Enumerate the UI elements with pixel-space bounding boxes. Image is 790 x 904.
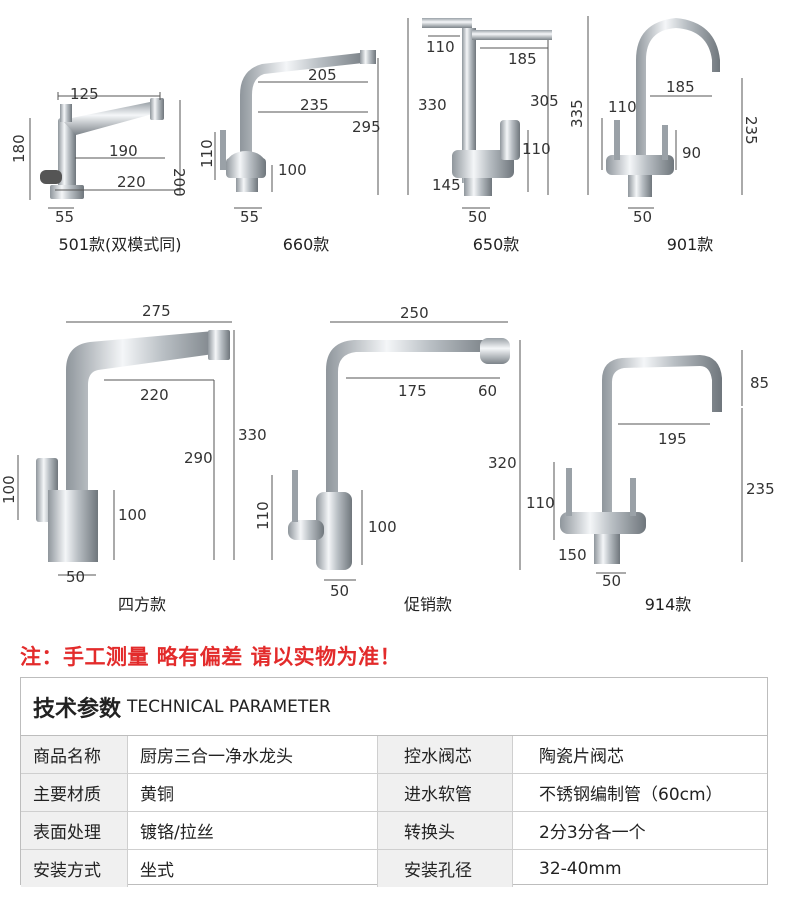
dim-660-2: 295 [352, 118, 381, 136]
faucet-square-drawing [17, 321, 235, 576]
table-row: 表面处理 镀铬/拉丝 转换头 2分3分各一个 [21, 812, 767, 850]
dim-901-3: 110 [608, 98, 637, 116]
dim-promo-4: 110 [254, 501, 272, 530]
dim-square-5: 100 [118, 506, 147, 524]
dimension-drawings: 125 190 220 180 200 55 205 235 295 110 1… [0, 16, 775, 600]
param-label: 主要材质 [21, 774, 128, 811]
param-label: 进水软管 [378, 774, 513, 811]
dim-promo-6: 50 [330, 582, 349, 600]
dim-501-0: 125 [70, 85, 99, 103]
dim-650-3: 305 [530, 92, 559, 110]
faucet-diagrams: 125 190 220 180 200 55 205 235 295 110 1… [0, 16, 775, 614]
technical-parameter-table: 技术参数 TECHNICAL PARAMETER 商品名称 厨房三合一净水龙头 … [20, 677, 768, 887]
dim-650-5: 145 [432, 176, 461, 194]
dim-501-2: 220 [117, 173, 146, 191]
param-value: 镀铬/拉丝 [128, 812, 378, 849]
dim-901-0: 185 [666, 78, 695, 96]
faucet-650-drawing [407, 18, 552, 209]
param-label: 安装方式 [21, 850, 128, 887]
dim-901-1: 335 [568, 99, 586, 128]
disclaimer-note: 注：手工测量 略有偏差 请以实物为准！ [20, 645, 402, 669]
table-title-en: TECHNICAL PARAMETER [127, 696, 331, 717]
dim-914-2: 235 [746, 480, 775, 498]
dim-square-2: 290 [184, 449, 213, 467]
param-value: 32-40mm [539, 858, 622, 879]
param-value: 2分3分各一个 [539, 823, 646, 843]
dim-901-4: 90 [682, 144, 701, 162]
dim-promo-1: 175 [398, 382, 427, 400]
caption-promo: 促销款 [403, 595, 452, 614]
param-label: 商品名称 [21, 736, 128, 773]
dim-914-4: 150 [558, 546, 587, 564]
dim-650-4: 110 [522, 140, 551, 158]
dim-914-5: 50 [602, 572, 621, 590]
dim-660-0: 205 [308, 66, 337, 84]
dim-square-1: 220 [140, 386, 169, 404]
dim-square-4: 100 [0, 475, 18, 504]
table-row: 主要材质 黄铜 进水软管 不锈钢编制管（60cm） [21, 774, 767, 812]
table-header: 技术参数 TECHNICAL PARAMETER [21, 678, 767, 736]
dim-914-0: 85 [750, 374, 769, 392]
dim-promo-0: 250 [400, 304, 429, 322]
param-value: 陶瓷片阀芯 [539, 747, 624, 767]
param-label: 表面处理 [21, 812, 128, 849]
param-value: 坐式 [128, 850, 378, 887]
param-label: 安装孔径 [378, 850, 513, 887]
dim-914-1: 195 [658, 430, 687, 448]
dim-501-3: 180 [10, 134, 28, 163]
faucet-901-drawing [587, 16, 743, 209]
faucet-promo-drawing [271, 321, 521, 581]
dim-501-4: 200 [170, 168, 188, 197]
table-title-cn: 技术参数 [33, 696, 122, 722]
caption-901: 901款 [666, 235, 714, 254]
dim-660-5: 55 [240, 208, 259, 226]
dim-square-3: 330 [238, 426, 267, 444]
dim-901-2: 235 [742, 116, 760, 145]
param-value: 黄铜 [128, 774, 378, 811]
dim-promo-2: 60 [478, 382, 497, 400]
caption-square: 四方款 [117, 595, 166, 614]
faucet-501-drawing [29, 92, 181, 209]
dim-promo-3: 320 [488, 454, 517, 472]
param-value: 厨房三合一净水龙头 [128, 736, 378, 773]
faucet-914-drawing [553, 350, 743, 574]
dim-660-4: 100 [278, 161, 307, 179]
caption-650: 650款 [472, 235, 520, 254]
table-row: 安装方式 坐式 安装孔径 32-40mm [21, 850, 767, 887]
param-label: 转换头 [378, 812, 513, 849]
dim-501-1: 190 [109, 142, 138, 160]
dim-660-1: 235 [300, 96, 329, 114]
dim-promo-5: 100 [368, 518, 397, 536]
dim-914-3: 110 [526, 494, 555, 512]
dim-650-0: 110 [426, 38, 455, 56]
dim-650-2: 330 [418, 96, 447, 114]
dim-650-1: 185 [508, 50, 537, 68]
dim-square-0: 275 [142, 302, 171, 320]
param-value: 不锈钢编制管（60cm） [539, 785, 723, 805]
faucet-660-drawing [214, 50, 379, 209]
dim-901-5: 50 [633, 208, 652, 226]
param-label: 控水阀芯 [378, 736, 513, 773]
dim-650-6: 50 [468, 208, 487, 226]
table-row: 商品名称 厨房三合一净水龙头 控水阀芯 陶瓷片阀芯 [21, 736, 767, 774]
caption-501: 501款(双模式同) [58, 235, 182, 254]
caption-660: 660款 [282, 235, 330, 254]
caption-914: 914款 [644, 595, 692, 614]
dim-660-3: 110 [198, 139, 216, 168]
dim-501-5: 55 [55, 208, 74, 226]
dim-square-6: 50 [66, 568, 85, 586]
